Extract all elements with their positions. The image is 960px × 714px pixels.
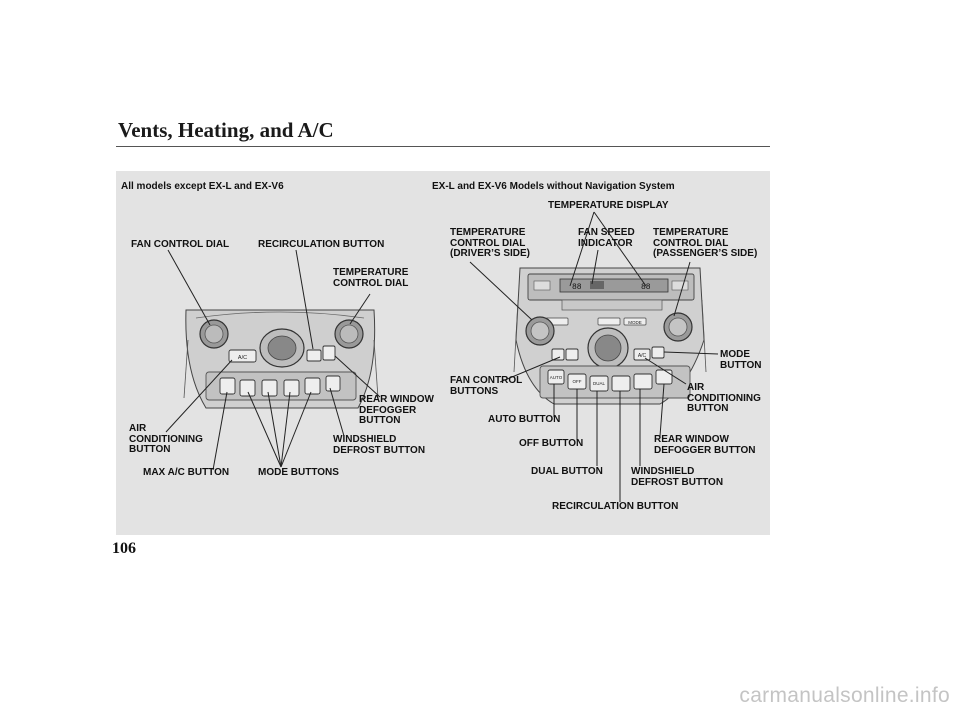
label-rear-window-defogger: REAR WINDOW DEFOGGER BUTTON [359, 394, 434, 426]
ac-button-right-shape [633, 348, 651, 361]
label-windshield-defrost: WINDSHIELD DEFROST BUTTON [333, 434, 426, 456]
defrost-button-right-shape [633, 373, 653, 390]
label-fan-control-dial: FAN CONTROL DIAL [131, 239, 230, 250]
label-rear-window-defogger-right: REAR WINDOW DEFOGGER BUTTON [654, 434, 756, 456]
label-temperature-control-dial: TEMPERATURE CONTROL DIAL [333, 267, 409, 289]
label-windshield-defrost-right: WINDSHIELD DEFROST BUTTON [631, 466, 724, 488]
fan-down-button-shape [551, 348, 565, 361]
label-air-conditioning: AIR CONDITIONING BUTTON [129, 423, 203, 455]
page-title: Vents, Heating, and A/C [118, 118, 334, 142]
mode-button-shape [651, 346, 665, 359]
page-number: 106 [112, 540, 136, 557]
label-recirculation-button: RECIRCULATION BUTTON [258, 239, 385, 250]
defrost-button-shape [325, 375, 341, 392]
left-control-unit: A/C [183, 309, 379, 409]
display-driver-temp: 88 [572, 283, 582, 292]
rear-defog-button-right-shape [655, 369, 673, 385]
fan-up-button-shape [565, 348, 579, 361]
auto-button-shape [547, 369, 565, 385]
off-key-text: OFF [573, 379, 582, 384]
ac-button-text: A/C [238, 355, 247, 361]
label-dual-button: DUAL BUTTON [531, 466, 603, 477]
recirc-button-right-shape [611, 375, 631, 392]
label-air-conditioning-right: AIR CONDITIONING BUTTON [687, 382, 761, 414]
left-leader-lines [165, 249, 381, 471]
ac-button-shape [228, 349, 257, 363]
recirc-button-shape [306, 349, 322, 362]
watermark: carmanualsonline.info [739, 684, 950, 707]
auto-key-text: AUTO [550, 375, 563, 380]
label-auto-button: AUTO BUTTON [488, 414, 561, 425]
mode-key-text: MODE [628, 320, 642, 325]
dual-button-shape [589, 375, 609, 392]
label-fan-speed-indicator: FAN SPEED INDICATOR [578, 227, 635, 249]
right-leader-lines [469, 211, 719, 502]
label-off-button: OFF BUTTON [519, 438, 584, 449]
label-fan-control-buttons: FAN CONTROL BUTTONS [450, 375, 523, 397]
label-temp-dial-driver: TEMPERATURE CONTROL DIAL (DRIVER’S SIDE) [450, 227, 531, 259]
label-recirculation-button-right: RECIRCULATION BUTTON [552, 501, 679, 512]
label-max-ac: MAX A/C BUTTON [143, 467, 230, 478]
label-temp-dial-passenger: TEMPERATURE CONTROL DIAL (PASSENGER’S SI… [653, 227, 758, 259]
title-rule [116, 146, 770, 147]
right-caption: EX-L and EX-V6 Models without Navigation… [432, 181, 675, 192]
display-passenger-temp: 88 [641, 283, 651, 292]
label-mode-buttons: MODE BUTTONS [258, 467, 339, 478]
dual-key-text: DUAL [593, 381, 606, 386]
label-mode-button: MODE BUTTON [720, 349, 762, 371]
label-temperature-display: TEMPERATURE DISPLAY [548, 200, 669, 211]
max-ac-button-shape [219, 377, 236, 395]
right-control-unit: 88 88 MODE A/C AUTO OFF DUAL [513, 267, 707, 405]
left-caption: All models except EX-L and EX-V6 [121, 181, 284, 192]
ac-key-text: A/C [638, 353, 647, 359]
